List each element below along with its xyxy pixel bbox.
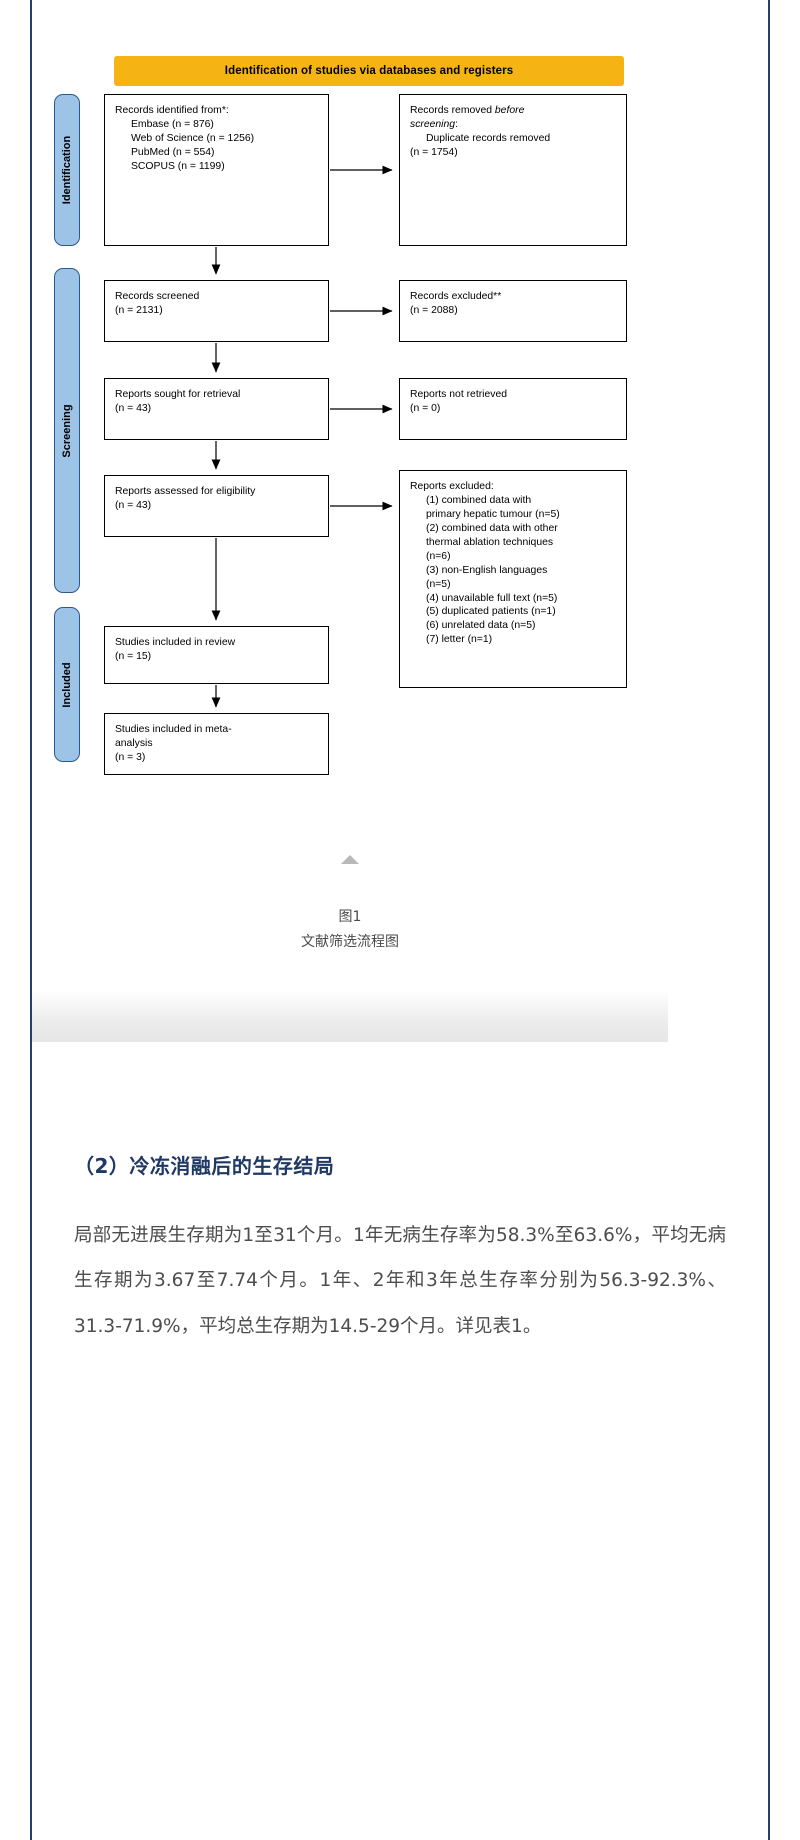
box-records-identified: Records identified from*: Embase (n = 87… [104,94,329,246]
records-removed-title-italic-screening: screening [410,118,456,130]
stage-rail-included: Included [54,607,80,762]
records-identified-item-pubmed: PubMed (n = 554) [131,146,215,158]
box-studies-included-review: Studies included in review (n = 15) [104,626,329,684]
reports-not-retrieved-count: (n = 0) [410,402,441,414]
reports-excluded-item-4: (4) unavailable full text (n=5) [426,592,558,604]
studies-included-meta-title: Studies included in meta- [115,724,232,735]
records-screened-count: (n = 2131) [115,304,163,316]
records-excluded-title: Records excluded** [410,291,502,302]
reports-excluded-item-3: (3) non-English languages [426,564,548,576]
reports-assessed-title: Reports assessed for eligibility [115,486,256,497]
stage-label-included: Included [61,661,73,708]
records-removed-item-count: (n = 1754) [410,146,458,158]
records-removed-item-duplicate: Duplicate records removed [426,132,551,144]
stage-label-identification: Identification [61,135,73,205]
box-reports-excluded: Reports excluded: (1) combined data with… [399,470,627,688]
stage-label-screening: Screening [61,403,73,458]
reports-excluded-item-5: (5) duplicated patients (n=1) [426,606,556,618]
studies-included-review-count: (n = 15) [115,650,152,662]
reports-excluded-item-6: (6) unrelated data (n=5) [426,620,536,632]
records-excluded-count: (n = 2088) [410,304,458,316]
figure-caption-number: 图1 [338,909,362,925]
records-identified-title: Records identified from*: [115,105,229,116]
records-removed-title-a: Records removed [410,105,495,116]
studies-included-meta-title2: analysis [115,737,153,749]
reports-excluded-item-2b: thermal ablation techniques [426,536,554,548]
records-removed-title-italic-before: before [494,105,525,116]
reports-not-retrieved-title: Reports not retrieved [410,389,508,400]
figure-caption: 图1 文献筛选流程图 [32,905,668,954]
reports-assessed-count: (n = 43) [115,499,152,511]
reports-excluded-title: Reports excluded: [410,481,494,492]
page-right-rule [768,0,770,1840]
figure-caption-text: 文献筛选流程图 [301,933,399,950]
reports-excluded-item-2: (2) combined data with other [426,522,558,534]
page-left-rule [30,0,32,1840]
box-reports-not-retrieved: Reports not retrieved (n = 0) [399,378,627,440]
reports-excluded-item-7: (7) letter (n=1) [426,634,493,646]
records-identified-item-scopus: SCOPUS (n = 1199) [131,160,225,172]
reports-excluded-item-1: (1) combined data with [426,494,532,506]
stage-rail-identification: Identification [54,94,80,246]
box-records-removed: Records removed before screening: Duplic… [399,94,627,246]
section-heading: （2）冷冻消融后的生存结局 [74,1154,335,1178]
box-reports-sought: Reports sought for retrieval (n = 43) [104,378,329,440]
collapse-caret-icon[interactable] [341,855,359,864]
box-studies-included-meta: Studies included in meta- analysis (n = … [104,713,329,775]
records-removed-title-colon: : [455,118,458,130]
records-identified-item-wos: Web of Science (n = 1256) [131,132,255,144]
diagram-banner-title: Identification of studies via databases … [114,56,624,86]
records-identified-item-embase: Embase (n = 876) [131,118,214,130]
reports-excluded-item-2c: (n=6) [426,550,451,562]
reports-sought-title: Reports sought for retrieval [115,389,241,400]
studies-included-meta-count: (n = 3) [115,751,146,763]
records-screened-title: Records screened [115,291,200,302]
stage-rail-screening: Screening [54,268,80,593]
section-paragraph: 局部无进展生存期为1至31个月。1年无病生存率为58.3%至63.6%，平均无病… [74,1225,726,1337]
box-records-screened: Records screened (n = 2131) [104,280,329,342]
article-section: （2）冷冻消融后的生存结局 局部无进展生存期为1至31个月。1年无病生存率为58… [32,1150,768,1349]
reports-excluded-item-3b: (n=5) [426,578,451,590]
prisma-flow-diagram: Identification of studies via databases … [32,0,668,1070]
figure-gap-band [32,1042,668,1070]
box-reports-assessed: Reports assessed for eligibility (n = 43… [104,475,329,537]
studies-included-review-title: Studies included in review [115,637,236,648]
reports-excluded-item-1b: primary hepatic tumour (n=5) [426,508,560,520]
figure-fade-band [32,990,668,1042]
box-records-excluded: Records excluded** (n = 2088) [399,280,627,342]
reports-sought-count: (n = 43) [115,402,152,414]
